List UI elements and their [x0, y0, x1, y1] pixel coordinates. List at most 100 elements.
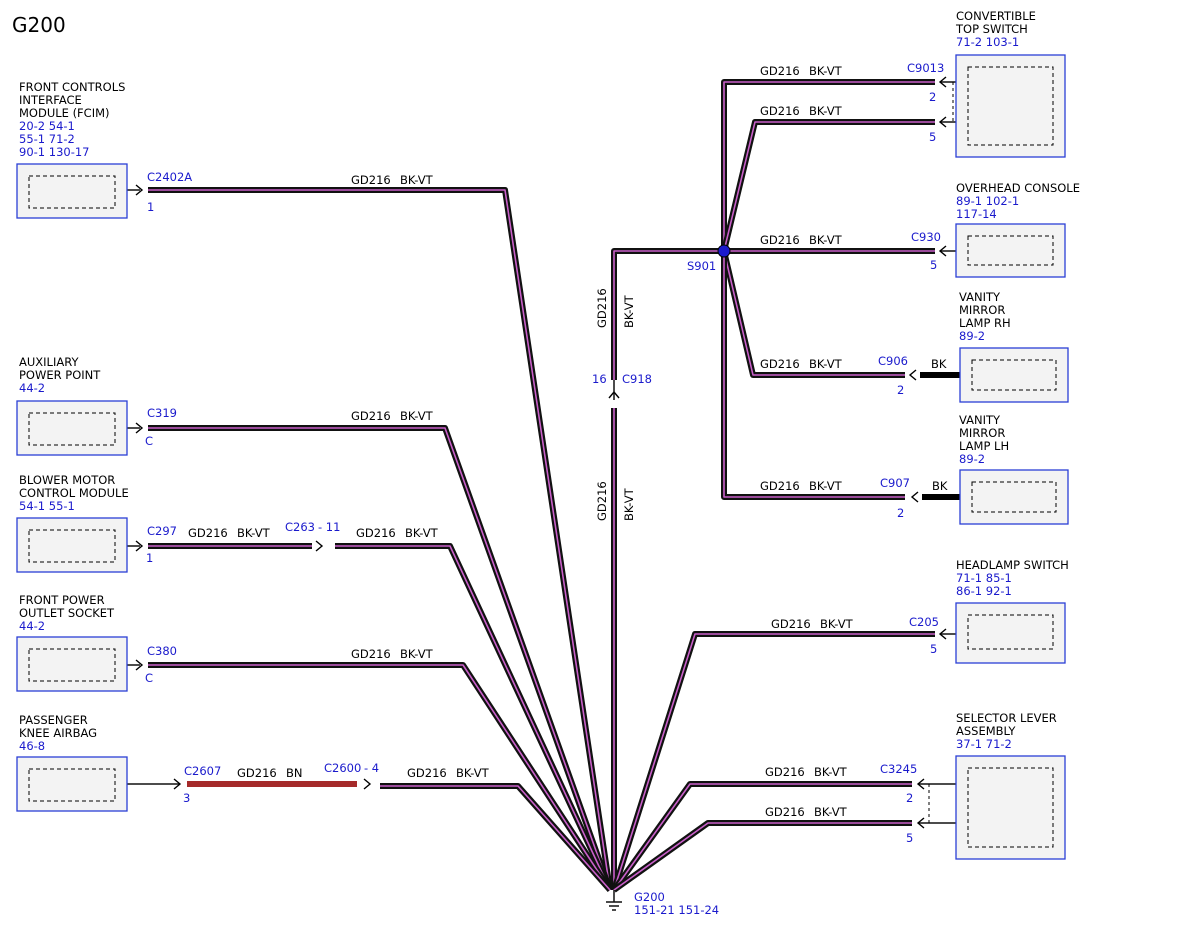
connector-c9013-pin-a: 2	[929, 90, 936, 104]
wire-s901-to-c906	[721, 250, 905, 378]
wire-c205-to-ground	[611, 631, 935, 891]
connector-c930-pin: 5	[930, 258, 937, 272]
connector-c297-pin: 1	[146, 551, 153, 565]
wire-c263-to-ground	[335, 543, 613, 892]
connector-c3245-id: C3245	[880, 762, 917, 776]
headlamp-refs-2: 86-1 92-1	[956, 584, 1012, 598]
wire-label-color: BK-VT	[809, 357, 843, 371]
outlet-refs: 44-2	[19, 619, 45, 633]
wire-label-circuit: GD216	[771, 617, 811, 631]
component-front-power-outlet: FRONT POWER OUTLET SOCKET 44-2	[16, 593, 128, 692]
wire-label-color: BK-VT	[809, 64, 843, 78]
overhead-refs-1: 89-1 102-1	[956, 194, 1019, 208]
outlet-name-1: FRONT POWER	[19, 593, 105, 607]
component-blower-motor: BLOWER MOTOR CONTROL MODULE 54-1 55-1	[16, 473, 129, 573]
wire-labels: GD216 BK-VT GD216 BK-VT GD216 BK-VT GD21…	[188, 64, 948, 819]
wire-label-circuit-vertical: GD216	[595, 481, 609, 521]
wire-label-circuit: GD216	[765, 805, 805, 819]
wire-label-color: BK-VT	[237, 526, 271, 540]
vanity-rh-name-3: LAMP RH	[959, 316, 1011, 330]
wire-label-circuit: GD216	[760, 64, 800, 78]
outlet-name-2: OUTLET SOCKET	[19, 606, 115, 620]
wire-label-circuit: GD216	[765, 765, 805, 779]
airbag-name-2: KNEE AIRBAG	[19, 726, 97, 740]
selector-name-2: ASSEMBLY	[956, 724, 1016, 738]
wire-label-circuit: GD216	[237, 766, 277, 780]
wire-label-color: BK-VT	[400, 409, 434, 423]
wire-s901-to-c918	[611, 248, 724, 380]
connector-c907-pin: 2	[897, 506, 904, 520]
blower-name-1: BLOWER MOTOR	[19, 473, 115, 487]
wire-label-color-bk: BK	[932, 479, 948, 493]
wire-label-color-vertical: BK-VT	[622, 294, 636, 328]
component-passenger-knee-airbag: PASSENGER KNEE AIRBAG 46-8	[16, 713, 128, 812]
component-convertible-top-switch: CONVERTIBLE TOP SWITCH 71-2 103-1	[955, 9, 1066, 158]
connector-c918-pin: 16	[592, 372, 607, 386]
connector-c930-id: C930	[911, 230, 941, 244]
connector-c2607-id: C2607	[184, 764, 221, 778]
component-fcim: FRONT CONTROLS INTERFACE MODULE (FCIM) 2…	[16, 80, 128, 219]
conv-name-1: CONVERTIBLE	[956, 9, 1036, 23]
wire-label-color: BK-VT	[809, 233, 843, 247]
wire-label-color: BK-VT	[405, 526, 439, 540]
component-aux-power-point: AUXILIARY POWER POINT 44-2	[16, 355, 128, 456]
vanity-lh-name-2: MIRROR	[959, 426, 1005, 440]
connector-c380-id: C380	[147, 644, 177, 658]
ground-g200-refs: 151-21 151-24	[634, 903, 719, 917]
wire-c3245-pin2-to-ground	[611, 781, 912, 892]
connector-c319-id: C319	[147, 406, 177, 420]
vanity-lh-name-3: LAMP LH	[959, 439, 1009, 453]
fcim-refs-1: 20-2 54-1	[19, 119, 75, 133]
connector-c3245-pin-a: 2	[906, 791, 913, 805]
splice-s901-dot	[717, 244, 731, 258]
wire-label-circuit: GD216	[356, 526, 396, 540]
wire-label-circuit: GD216	[760, 233, 800, 247]
connector-c2607-pin: 3	[183, 791, 190, 805]
connector-c9013-pin-b: 5	[929, 130, 936, 144]
fcim-name-3: MODULE (FCIM)	[19, 106, 110, 120]
wire-label-color: BK-VT	[814, 805, 848, 819]
wire-label-circuit: GD216	[760, 104, 800, 118]
wire-label-color: BK-VT	[809, 104, 843, 118]
headlamp-name: HEADLAMP SWITCH	[956, 558, 1069, 572]
splice-s901-label: S901	[687, 259, 716, 273]
fcim-refs-3: 90-1 130-17	[19, 145, 90, 159]
ground-g200-id: G200	[634, 890, 665, 904]
wire-label-color: BK-VT	[809, 479, 843, 493]
wire-c2600-to-ground	[380, 783, 613, 892]
airbag-name-1: PASSENGER	[19, 713, 88, 727]
conv-name-2: TOP SWITCH	[955, 22, 1028, 36]
wire-s901-to-c907	[721, 251, 905, 500]
connector-c906-pin: 2	[897, 383, 904, 397]
conv-refs: 71-2 103-1	[956, 35, 1019, 49]
vanity-rh-refs: 89-2	[959, 329, 985, 343]
wire-label-circuit: GD216	[351, 409, 391, 423]
connector-c9013-id: C9013	[907, 61, 944, 75]
headlamp-refs-1: 71-1 85-1	[956, 571, 1012, 585]
selector-name-1: SELECTOR LEVER	[956, 711, 1057, 725]
aux-name-2: POWER POINT	[19, 368, 101, 382]
wire-label-circuit-vertical: GD216	[595, 288, 609, 328]
selector-refs: 37-1 71-2	[956, 737, 1012, 751]
connector-c263-pin: - 11	[318, 520, 340, 534]
wire-label-color: BK-VT	[400, 647, 434, 661]
fcim-name-1: FRONT CONTROLS	[19, 80, 125, 94]
wire-c3245-pin5-to-ground	[612, 820, 912, 893]
component-overhead-console: OVERHEAD CONSOLE 89-1 102-1 117-14	[955, 181, 1080, 278]
aux-refs: 44-2	[19, 381, 45, 395]
overhead-name: OVERHEAD CONSOLE	[956, 181, 1080, 195]
wire-label-color-vertical: BK-VT	[622, 487, 636, 521]
component-vanity-mirror-rh: VANITY MIRROR LAMP RH 89-2	[959, 290, 1069, 403]
wire-aux-power-to-ground	[148, 425, 613, 892]
wire-label-color: BK-VT	[400, 173, 434, 187]
wire-label-color: BK-VT	[456, 766, 490, 780]
wire-label-circuit: GD216	[760, 479, 800, 493]
blower-name-2: CONTROL MODULE	[19, 486, 129, 500]
vanity-rh-name-1: VANITY	[959, 290, 1001, 304]
fcim-name-2: INTERFACE	[19, 93, 82, 107]
vanity-rh-name-2: MIRROR	[959, 303, 1005, 317]
connector-c2600-pin: - 4	[364, 761, 379, 775]
component-headlamp-switch: HEADLAMP SWITCH 71-1 85-1 86-1 92-1	[955, 558, 1069, 664]
connector-arrows	[127, 76, 956, 829]
